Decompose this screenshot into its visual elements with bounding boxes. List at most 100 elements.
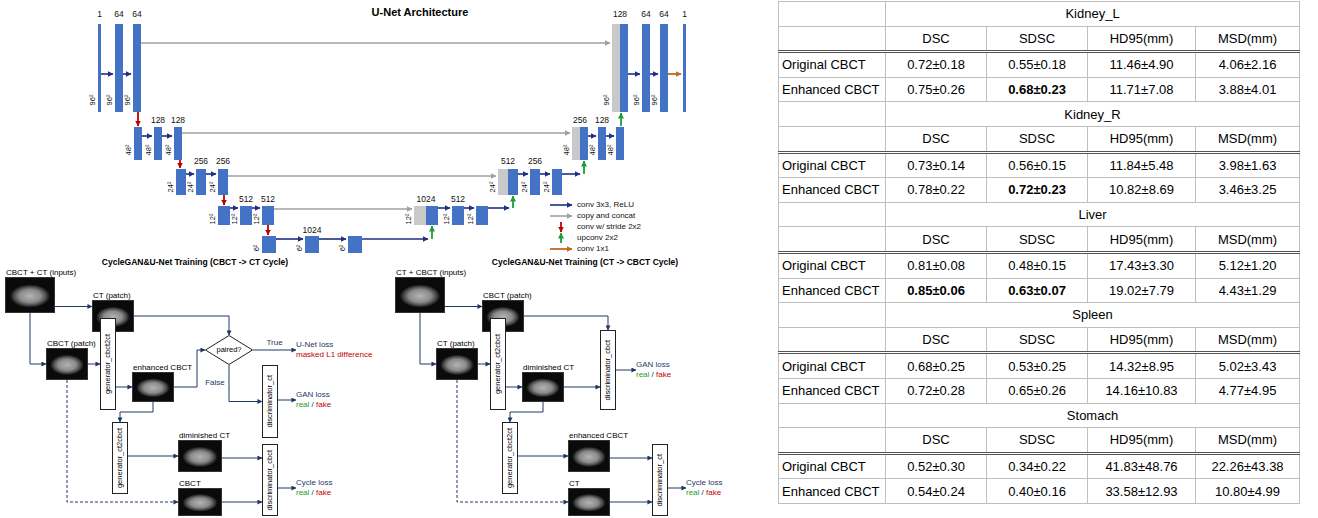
table-cell: 4.06±2.16 bbox=[1196, 52, 1300, 78]
map-size: 12² bbox=[253, 214, 261, 225]
cell-text: Original CBCT bbox=[782, 459, 866, 474]
table-cell: SDSC bbox=[987, 26, 1088, 52]
cell-text: HD95(mm) bbox=[1110, 432, 1174, 447]
table-cell: 0.81±0.08 bbox=[886, 252, 987, 278]
loss-word: fake bbox=[316, 488, 331, 497]
channel-count: 128 bbox=[613, 10, 627, 19]
cell-text: Original CBCT bbox=[782, 57, 866, 72]
table-cell: 5.12±1.20 bbox=[1196, 252, 1300, 278]
discriminator-box: discriminator_ct bbox=[652, 444, 668, 516]
table-cell: 0.55±0.18 bbox=[987, 52, 1088, 78]
ct-image: diminished CT bbox=[178, 440, 222, 472]
channel-count: 128 bbox=[171, 116, 185, 125]
table-cell: SDSC bbox=[987, 126, 1088, 152]
connector bbox=[128, 456, 178, 457]
metric-row: DSCSDSCHD95(mm)MSD(mm) bbox=[779, 327, 1300, 353]
organ-row: Stomach bbox=[779, 403, 1300, 428]
original-row: Original CBCT0.68±0.250.53±0.2514.32±8.9… bbox=[779, 353, 1300, 379]
connector bbox=[278, 400, 296, 401]
cell-text: Stomach bbox=[1067, 408, 1118, 423]
feature-map bbox=[552, 169, 562, 195]
channel-count: 1024 bbox=[417, 195, 436, 204]
original-row: Original CBCT0.73±0.140.56±0.1511.84±5.4… bbox=[779, 152, 1300, 178]
table-cell: 3.46±3.25 bbox=[1196, 178, 1300, 203]
edge-label: True bbox=[265, 339, 283, 347]
feature-map bbox=[115, 24, 123, 112]
image-caption: diminished CT bbox=[523, 363, 574, 372]
table-cell: 10.80±4.99 bbox=[1196, 479, 1300, 504]
map-size: 48² bbox=[607, 145, 615, 156]
ct-image: CBCT bbox=[178, 488, 222, 516]
table-cell: SDSC bbox=[987, 227, 1088, 253]
cell-text: SDSC bbox=[1019, 232, 1055, 247]
section-title: CycleGAN&U-Net Training (CT -> CBCT Cycl… bbox=[492, 258, 678, 267]
table-body: Kidney_LDSCSDSCHD95(mm)MSD(mm)Original C… bbox=[779, 2, 1300, 504]
rotated-label: generator_cbct2ct bbox=[104, 334, 112, 394]
table-cell: Original CBCT bbox=[779, 52, 886, 78]
image-caption: CBCT (patch) bbox=[483, 291, 532, 300]
decision-label: paired? bbox=[216, 346, 241, 354]
enhanced-row: Enhanced CBCT0.72±0.280.65±0.2614.16±10.… bbox=[779, 378, 1300, 403]
table-cell: 19.02±7.79 bbox=[1088, 278, 1196, 303]
image-caption: diminished CT bbox=[179, 431, 230, 440]
map-size: 24² bbox=[521, 182, 529, 193]
conv-arrow bbox=[230, 207, 238, 209]
table-cell: 3.98±1.63 bbox=[1196, 152, 1300, 178]
upconv-arrow bbox=[583, 161, 585, 174]
cell-text: 0.65±0.26 bbox=[1008, 383, 1066, 398]
ct-image: enhanced CBCT bbox=[568, 440, 610, 472]
map-size: 96² bbox=[651, 95, 659, 106]
map-size: 24² bbox=[187, 182, 195, 193]
image-caption: CBCT (patch) bbox=[47, 339, 96, 348]
loss-text: U-Net lossmasked L1 difference bbox=[296, 340, 372, 360]
channel-count: 512 bbox=[261, 195, 275, 204]
feature-map bbox=[133, 24, 141, 112]
table-cell: 0.78±0.22 bbox=[886, 178, 987, 203]
map-size: 96² bbox=[124, 95, 132, 106]
map-size: 48² bbox=[589, 145, 597, 156]
table-cell: 3.88±4.01 bbox=[1196, 77, 1300, 102]
table-cell: 11.46±4.90 bbox=[1088, 52, 1196, 78]
map-size: 48² bbox=[145, 145, 153, 156]
cell-text: 4.06±2.16 bbox=[1219, 57, 1277, 72]
table-cell: Spleen bbox=[886, 303, 1300, 328]
legend-text: conv 3x3, ReLU bbox=[577, 201, 634, 209]
legend-text: copy and concat bbox=[577, 212, 635, 220]
connector bbox=[616, 370, 636, 371]
channel-count: 64 bbox=[132, 10, 141, 19]
feature-map bbox=[218, 169, 228, 195]
cell-text: Enhanced CBCT bbox=[782, 82, 880, 97]
cell-text: 0.54±0.24 bbox=[907, 484, 965, 499]
connector bbox=[229, 365, 262, 402]
loss-word: / bbox=[312, 488, 314, 497]
cell-text: DSC bbox=[922, 332, 949, 347]
map-size: 96² bbox=[106, 95, 114, 106]
loss-word: fake bbox=[316, 400, 331, 409]
map-size: 48² bbox=[563, 145, 571, 156]
map-size: 96² bbox=[633, 95, 641, 106]
generator-box: generator_ct2cbct bbox=[112, 422, 128, 494]
map-size: 12² bbox=[443, 214, 451, 225]
cell-text: 17.43±3.30 bbox=[1109, 258, 1174, 273]
table-cell: 4.43±1.29 bbox=[1196, 278, 1300, 303]
copied-map bbox=[612, 24, 620, 112]
loss-name: GAN loss bbox=[296, 390, 331, 400]
conv-arrow bbox=[362, 238, 428, 240]
connector bbox=[518, 456, 568, 457]
table-cell: 0.63±0.07 bbox=[987, 278, 1088, 303]
cell-text: Spleen bbox=[1072, 307, 1112, 322]
cell-text: 11.71±7.08 bbox=[1109, 82, 1173, 97]
table-cell: 22.26±43.38 bbox=[1196, 453, 1300, 479]
connector bbox=[524, 316, 608, 330]
table-cell: 0.40±0.16 bbox=[987, 479, 1088, 504]
image-caption: CBCT bbox=[179, 479, 201, 488]
cell-text: 0.75±0.26 bbox=[907, 82, 965, 97]
table-cell: Enhanced CBCT bbox=[779, 178, 886, 203]
table-cell bbox=[779, 227, 886, 253]
table-cell: 0.68±0.23 bbox=[987, 77, 1088, 102]
cell-text: 0.40±0.16 bbox=[1008, 484, 1066, 499]
image-caption: enhanced CBCT bbox=[133, 363, 192, 372]
copied-map bbox=[414, 206, 426, 225]
table-cell: Enhanced CBCT bbox=[779, 378, 886, 403]
cell-text: 0.56±0.15 bbox=[1008, 158, 1066, 173]
